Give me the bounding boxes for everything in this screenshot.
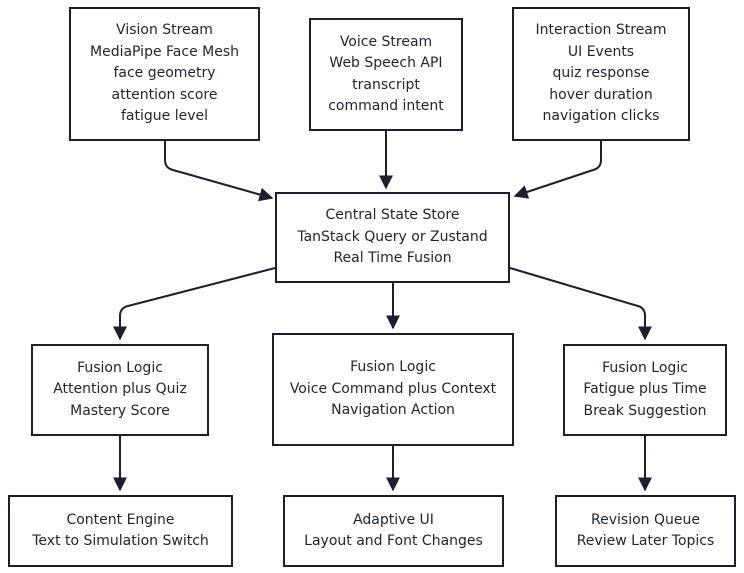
node-text-line: hover duration (549, 86, 653, 103)
edge-central-to-fusion-left (113, 267, 276, 341)
node-text-line: Web Speech API (329, 55, 443, 71)
node-text-line: TanStack Query or Zustand (297, 228, 488, 245)
edge-vision-to-central (164, 140, 274, 202)
node-text-line: fatigue level (120, 108, 208, 125)
node-text-line: Voice Command plus Context (289, 380, 497, 397)
node-text-line: quiz response (552, 65, 650, 82)
node-text-line: command intent (328, 98, 444, 114)
node-text-line: Fusion Logic (77, 359, 163, 376)
adaptive-ui-node: Adaptive UI Layout and Font Changes (283, 495, 504, 567)
node-text-line: UI Events (567, 43, 635, 60)
node-text-line: Vision Stream (116, 22, 213, 39)
node-text-line: navigation clicks (542, 108, 660, 125)
node-text-line: Layout and Font Changes (304, 533, 483, 549)
node-text-line: Voice Stream (339, 33, 433, 50)
node-text-line: face geometry (113, 65, 216, 82)
node-text-line: Interaction Stream (535, 22, 667, 39)
node-text-line: MediaPipe Face Mesh (90, 43, 239, 60)
node-text-line: Content Engine (66, 511, 175, 528)
node-text-line: Adaptive UI (353, 511, 434, 528)
node-text-line: attention score (111, 86, 218, 103)
interaction-stream-node: Interaction Stream UI Events quiz response… (512, 7, 690, 141)
node-text-line: Fusion Logic (350, 359, 436, 376)
node-text-line: Attention plus Quiz (53, 381, 187, 398)
node-text-line: transcript (352, 76, 420, 93)
edge-central-to-fusion-right (509, 267, 652, 341)
node-text-line: Fusion Logic (602, 359, 688, 376)
node-text-line: Central State Store (325, 207, 460, 224)
edge-interaction-to-central (513, 141, 602, 199)
node-text-line: Break Suggestion (583, 402, 707, 419)
node-text-line: Text to Simulation Switch (32, 533, 209, 549)
node-text-line: Navigation Action (331, 402, 455, 419)
node-text-line: Fatigue plus Time (583, 381, 707, 398)
node-text-line: Revision Queue (591, 511, 700, 528)
node-text-line: Mastery Score (70, 402, 170, 419)
node-text-line: Review Later Topics (576, 533, 715, 549)
node-text-line: Real Time Fusion (333, 250, 452, 267)
